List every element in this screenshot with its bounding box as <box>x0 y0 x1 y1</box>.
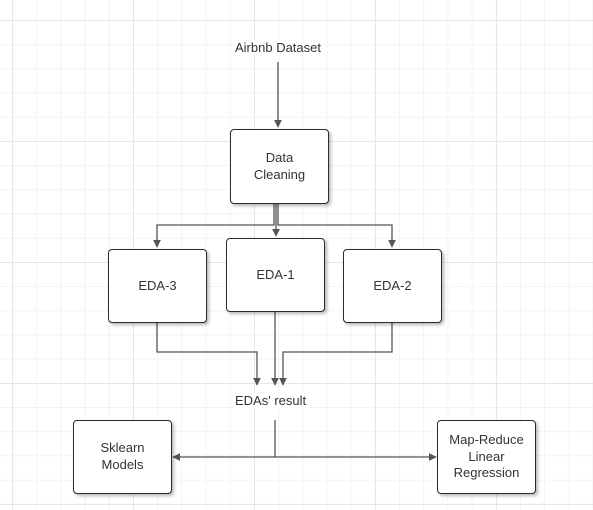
eda-3-text: EDA-3 <box>138 277 177 293</box>
airbnb-dataset-label: Airbnb Dataset <box>233 40 323 55</box>
map-reduce-regression-box: Map-Reduce Linear Regression <box>437 420 536 494</box>
sklearn-models-text: Sklearn Models <box>100 440 145 472</box>
eda-2-text: EDA-2 <box>373 277 412 293</box>
map-reduce-regression-text: Map-Reduce Linear Regression <box>449 431 524 481</box>
data-cleaning-text: Data Cleaning <box>253 149 306 182</box>
arrow-eda-right-to-result <box>279 323 393 386</box>
eda-3-box: EDA-3 <box>108 249 207 323</box>
data-cleaning-box: Data Cleaning <box>230 129 329 204</box>
eda-1-text: EDA-1 <box>256 266 295 282</box>
arrow-cleaning-to-eda-left <box>153 204 275 248</box>
eda-1-box: EDA-1 <box>226 238 325 312</box>
eda-2-box: EDA-2 <box>343 249 442 323</box>
arrow-eda-left-to-result <box>156 323 261 386</box>
edas-result-label: EDAs' result <box>233 393 309 408</box>
sklearn-models-box: Sklearn Models <box>73 420 172 494</box>
arrow-cleaning-to-eda-right <box>277 204 396 248</box>
